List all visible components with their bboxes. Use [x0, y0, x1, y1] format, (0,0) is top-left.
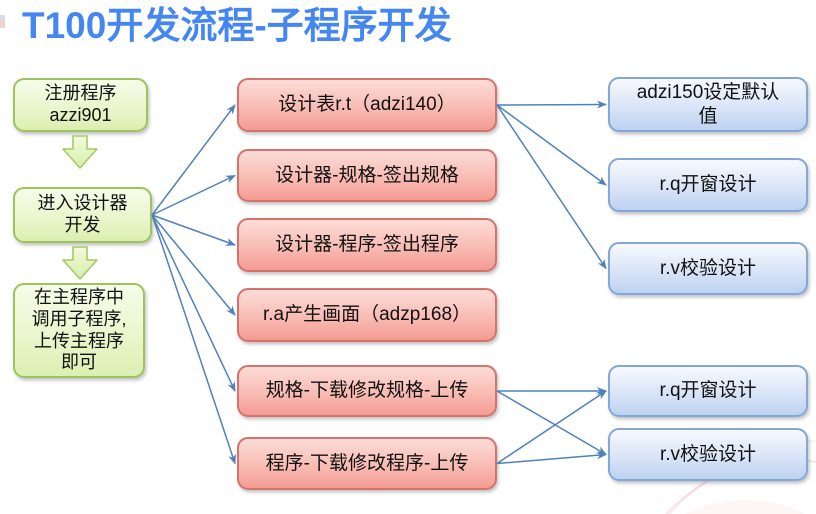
flow-arrow	[496, 100, 607, 109]
node-design-table: 设计表r.t（adzi140）	[237, 78, 497, 132]
flow-arrow	[496, 104, 607, 186]
node-program-checkout: 设计器-程序-签出程序	[237, 218, 497, 272]
flow-arrow	[496, 451, 607, 465]
node-ra-generate-screen: r.a产生画面（adzp168）	[237, 288, 497, 342]
node-label: r.a产生画面（adzp168）	[262, 304, 472, 326]
node-enter-designer: 进入设计器 开发	[13, 187, 152, 243]
flow-arrow	[151, 104, 236, 216]
node-rq-window-design-2: r.q开窗设计	[608, 365, 808, 417]
flow-arrow	[151, 214, 236, 316]
node-label: 在主程序中 调用子程序, 上传主程序 即可	[31, 286, 127, 373]
node-label: 注册程序 azzi901	[44, 83, 117, 125]
node-label: 设计表r.t（adzi140）	[278, 94, 456, 116]
node-label: r.v校验设计	[659, 257, 757, 279]
node-label: 进入设计器 开发	[37, 193, 128, 235]
flow-arrow	[151, 214, 236, 392]
node-register-program: 注册程序 azzi901	[13, 78, 148, 132]
node-rv-validation-design-2: r.v校验设计	[608, 428, 808, 481]
node-label: 规格-下载修改规格-上传	[265, 380, 469, 402]
page-title: T100开发流程-子程序开发	[22, 5, 452, 46]
node-label: r.v校验设计	[659, 443, 757, 465]
node-label: 设计器-规格-签出规格	[275, 164, 459, 186]
node-spec-checkout: 设计器-规格-签出规格	[237, 149, 497, 202]
flow-arrow	[151, 214, 236, 465]
node-spec-download-modify-upload: 规格-下载修改规格-上传	[237, 365, 497, 417]
node-label: r.q开窗设计	[659, 174, 757, 196]
node-call-subprogram: 在主程序中 调用子程序, 上传主程序 即可	[13, 283, 145, 378]
node-adzi150-defaults: adzi150设定默认 值	[608, 77, 808, 132]
down-arrow-icon	[62, 135, 98, 169]
node-label: 程序-下载修改程序-上传	[265, 452, 469, 474]
flow-arrow	[496, 104, 607, 270]
flow-arrow	[151, 174, 236, 216]
node-program-download-modify-upload: 程序-下载修改程序-上传	[237, 437, 497, 490]
node-rv-validation-design: r.v校验设计	[608, 242, 808, 295]
node-label: 设计器-程序-签出程序	[275, 234, 459, 256]
left-edge-decoration	[0, 15, 5, 28]
node-rq-window-design: r.q开窗设计	[608, 158, 808, 212]
flow-arrow	[496, 390, 607, 465]
flow-arrow	[496, 390, 607, 456]
node-label: r.q开窗设计	[659, 380, 757, 402]
flow-arrow	[151, 214, 236, 246]
down-arrow-icon	[62, 246, 98, 280]
node-label: adzi150设定默认 值	[636, 82, 780, 127]
